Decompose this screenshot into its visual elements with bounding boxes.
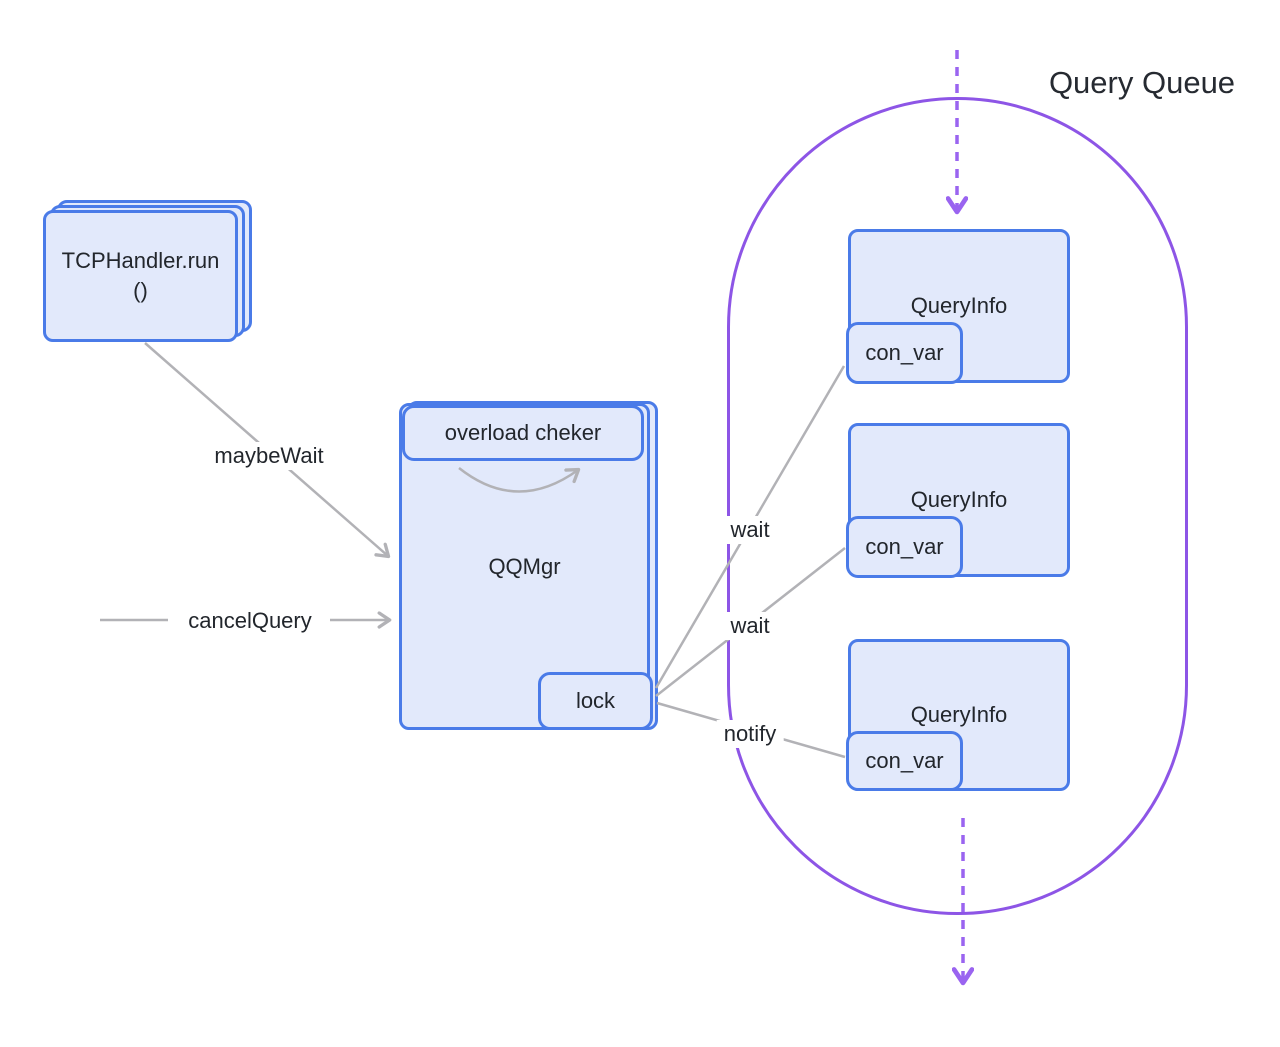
wait-label-2: wait [723, 612, 777, 640]
query-queue-title: Query Queue [1048, 65, 1236, 100]
con-var-node-1 [846, 322, 963, 384]
con-var-node-2 [846, 516, 963, 578]
cancel-query-label: cancelQuery [181, 607, 319, 635]
overload-checker-node [402, 405, 644, 461]
maybe-wait-label: maybeWait [207, 442, 331, 470]
tcp-handler-node [43, 210, 238, 342]
lock-node [538, 672, 653, 730]
con-var-node-3 [846, 731, 963, 791]
notify-label: notify [716, 720, 784, 748]
wait-label-1: wait [723, 516, 777, 544]
